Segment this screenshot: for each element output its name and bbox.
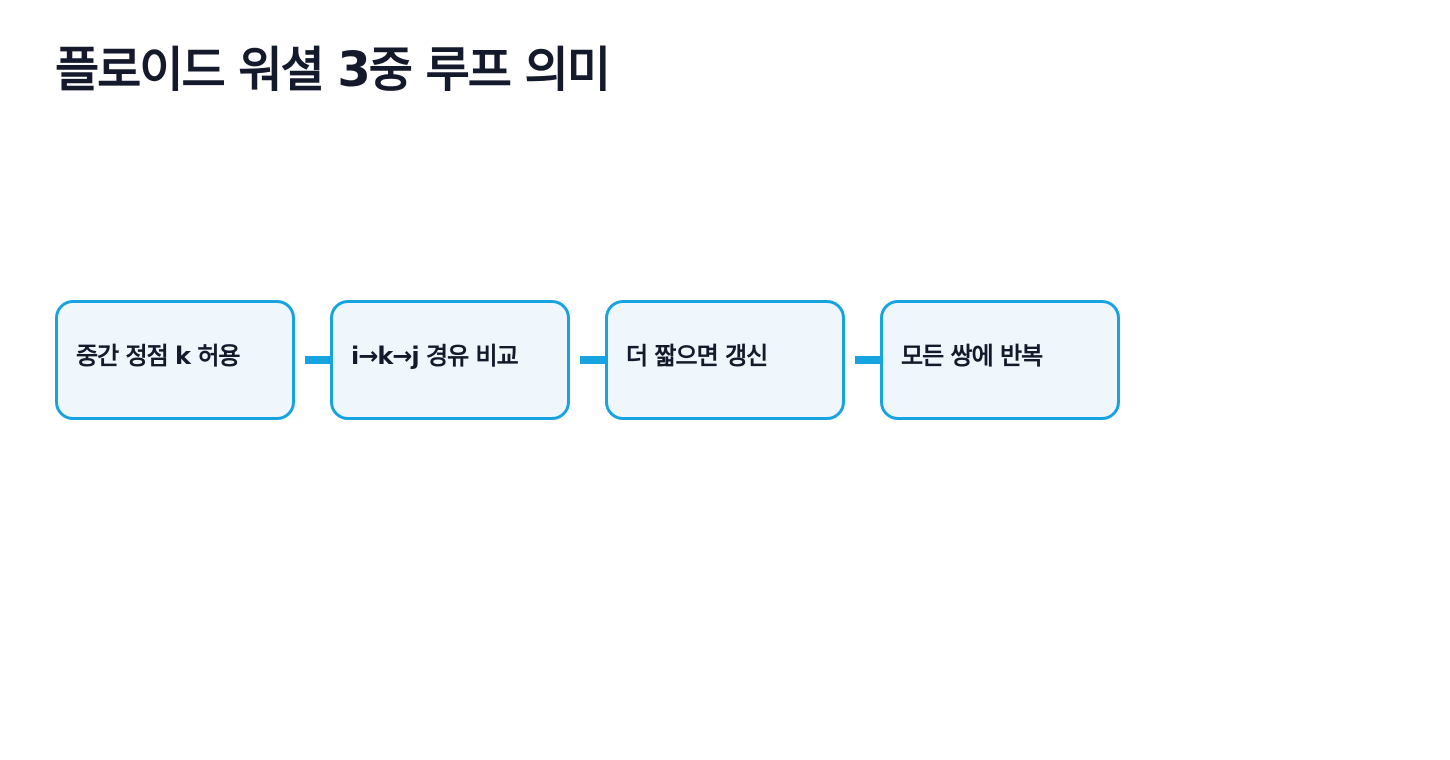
step-box-repeat-all-pairs: 모든 쌍에 반복 [880,300,1120,420]
connector-line [295,330,330,390]
connector-line [845,330,880,390]
step-box-update-shorter: 더 짧으면 갱신 [605,300,845,420]
step-label: i→k→j 경유 비교 [351,342,519,370]
page-title: 플로이드 워셜 3중 루프 의미 [55,42,611,98]
step-label: 중간 정점 k 허용 [76,342,241,370]
step-box-compare-path: i→k→j 경유 비교 [330,300,570,420]
step-box-allow-intermediate: 중간 정점 k 허용 [55,300,295,420]
connector-line [570,330,605,390]
process-flow: 중간 정점 k 허용 i→k→j 경유 비교 더 짧으면 갱신 모든 쌍에 반복 [55,300,1120,420]
step-label: 모든 쌍에 반복 [901,342,1043,370]
step-label: 더 짧으면 갱신 [626,342,768,370]
